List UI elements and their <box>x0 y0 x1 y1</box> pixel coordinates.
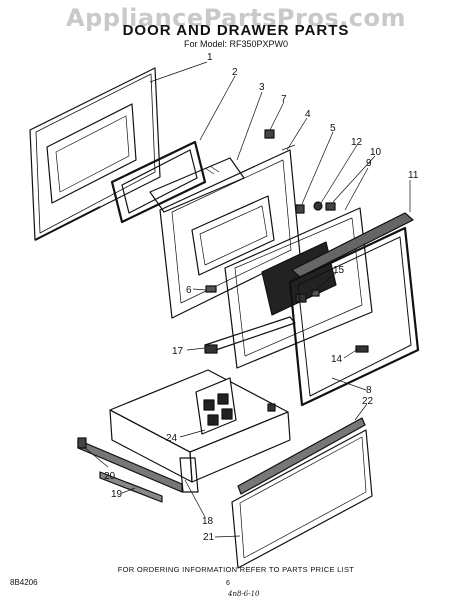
gasket-bracket <box>355 345 369 353</box>
callout-11: 11 <box>408 170 419 181</box>
drawer-rail-22 <box>237 417 366 495</box>
page-title: DOOR AND DRAWER PARTS <box>122 22 350 39</box>
handwritten-note: 4n8-6-10 <box>228 590 260 598</box>
door-gasket <box>288 226 420 407</box>
ordering-note: FOR ORDERING INFORMATION REFER TO PARTS … <box>117 565 355 574</box>
callout-10: 10 <box>370 147 382 158</box>
callout-24: 24 <box>166 433 178 444</box>
drawer-body <box>109 369 291 483</box>
callout-22: 22 <box>362 396 374 407</box>
leader-lines <box>83 61 411 538</box>
glass-clip <box>264 129 275 139</box>
callout-2: 2 <box>232 67 238 78</box>
outer-door-panel <box>29 67 161 241</box>
drawer-glide <box>179 457 199 493</box>
door-screw <box>205 285 217 293</box>
callout-20: 20 <box>104 471 116 482</box>
drawer-rail-20 <box>77 437 183 493</box>
callout-15: 15 <box>333 265 345 276</box>
callout-4: 4 <box>305 109 311 120</box>
drawer-rail-19 <box>99 471 163 503</box>
page-number: 6 <box>226 580 230 587</box>
model-label: For Model: RF350PXPW0 <box>183 39 289 49</box>
callout-17: 17 <box>172 346 184 357</box>
callout-numbers: 1 2 3 7 4 5 12 10 9 11 6 15 17 14 8 22 2… <box>104 52 419 543</box>
callout-9: 9 <box>366 158 372 169</box>
window-frame <box>110 140 207 224</box>
top-trim <box>291 212 414 278</box>
hinge-channel <box>204 316 296 354</box>
callout-8: 8 <box>366 385 372 396</box>
callout-6: 6 <box>186 285 192 296</box>
callout-1: 1 <box>207 52 213 63</box>
callout-21: 21 <box>203 532 215 543</box>
callout-5: 5 <box>330 123 336 134</box>
callout-7: 7 <box>281 94 287 105</box>
callout-18: 18 <box>202 516 214 527</box>
hinge-parts <box>313 201 336 211</box>
door-clip <box>295 204 305 214</box>
callout-14: 14 <box>331 354 343 365</box>
drawer-front-panel <box>231 429 373 569</box>
callout-12: 12 <box>351 137 363 148</box>
document-id: 8B4206 <box>10 578 38 587</box>
watermark: AppliancePartsPros.com <box>66 4 406 32</box>
callout-3: 3 <box>259 82 265 93</box>
callout-19: 19 <box>111 489 123 500</box>
